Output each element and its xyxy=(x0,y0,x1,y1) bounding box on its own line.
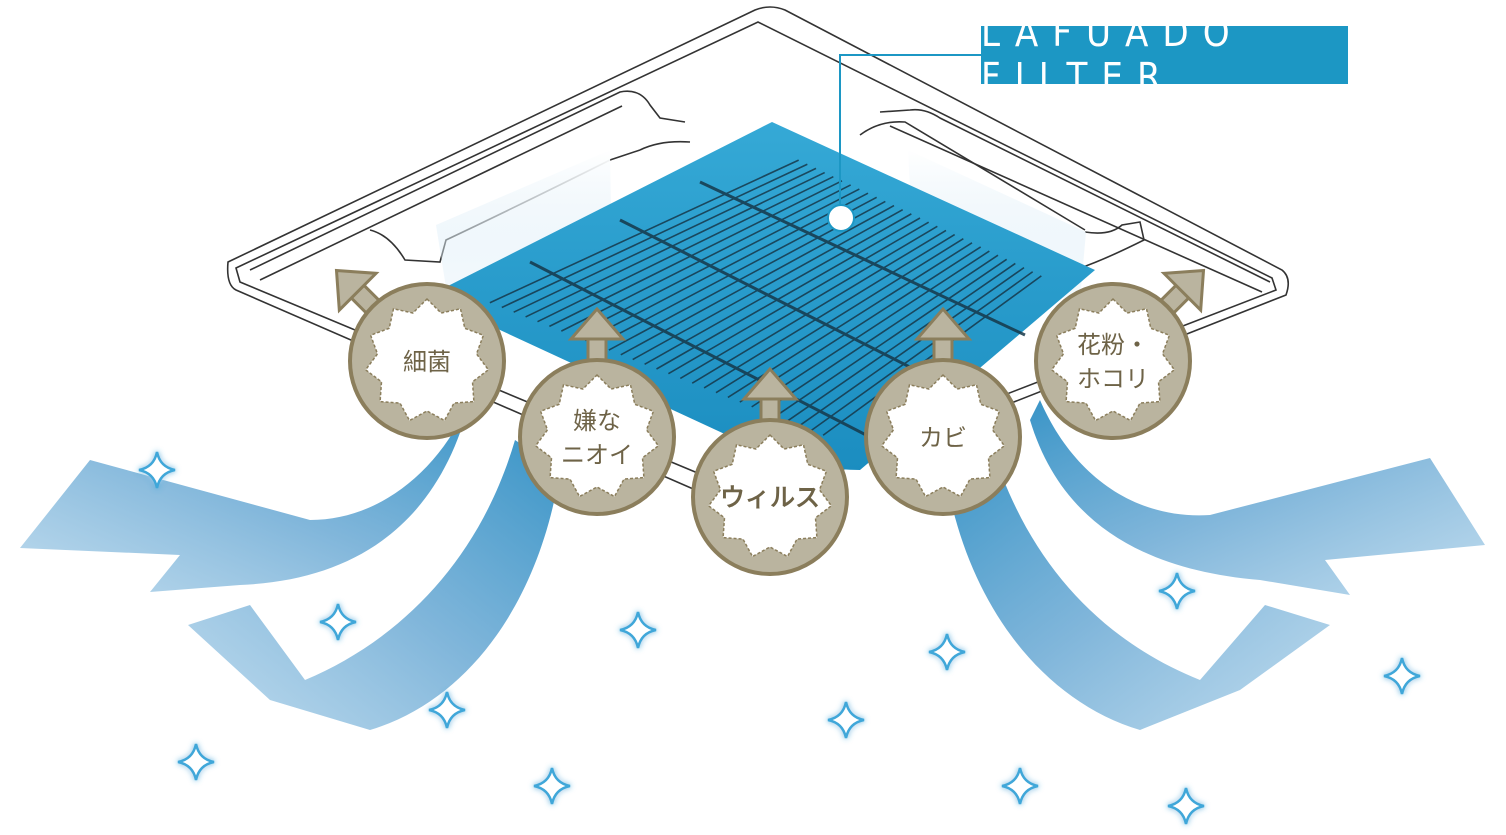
filter-slat xyxy=(644,213,912,365)
sparkle-icon xyxy=(1166,786,1206,826)
pollutant-label: ウィルス xyxy=(720,483,820,512)
filter-leader-line xyxy=(827,54,981,232)
sparkle-icon xyxy=(1000,766,1040,806)
filter-slat xyxy=(537,175,834,323)
filter-slat xyxy=(786,262,1016,422)
sparkle-icon xyxy=(1157,571,1197,611)
pollutant-badge-pollen-dust: 花粉・ホコリ xyxy=(1034,268,1206,440)
air-flow-left-inner xyxy=(188,440,560,730)
pollutant-label: ニオイ xyxy=(561,441,633,469)
filter-slat xyxy=(751,250,990,408)
pollutant-label: ホコリ xyxy=(1077,365,1149,393)
filter-frame-bar xyxy=(619,218,966,397)
filter-slat xyxy=(775,258,1008,417)
sparkle-icon xyxy=(1382,656,1422,696)
filter-slat xyxy=(632,209,904,361)
badge-star-burst xyxy=(707,433,833,558)
filter-slat xyxy=(715,237,964,394)
pollutant-badge-bacteria: 細菌 xyxy=(334,268,506,440)
filter-frame-bar xyxy=(699,180,1026,337)
filter-slat xyxy=(667,221,930,375)
filter-slat xyxy=(656,217,921,370)
filter-frame-bar xyxy=(529,260,906,457)
leader-dot-icon xyxy=(827,204,855,232)
badge-star-burst xyxy=(534,373,660,498)
badge-star-burst xyxy=(364,297,490,422)
sparkle-icon xyxy=(176,742,216,782)
filter-slat xyxy=(703,233,956,389)
filter-slat xyxy=(810,271,1034,432)
sparkle-icon xyxy=(826,700,866,740)
pollutant-label: 細菌 xyxy=(403,348,451,376)
pollutant-label: 花粉・ xyxy=(1077,331,1149,359)
filter-slat xyxy=(525,171,826,318)
filter-slat xyxy=(679,225,938,380)
badge-star-burst xyxy=(880,373,1006,498)
pollutant-label: 嫌な xyxy=(573,407,621,435)
sparkle-icon xyxy=(318,602,358,642)
pollutant-badge-virus: ウィルス xyxy=(691,366,849,576)
filter-slat xyxy=(739,246,982,403)
filter-slat xyxy=(549,180,843,328)
pollutant-label: カビ xyxy=(919,424,967,452)
air-flow-right-inner xyxy=(945,440,1330,730)
filter-slat xyxy=(822,275,1042,436)
sparkle-icon xyxy=(618,610,658,650)
filter-label: LAFUADO FILTER xyxy=(981,11,1348,99)
filter-slat xyxy=(798,266,1025,427)
filter-slat xyxy=(691,229,947,384)
sparkle-icon xyxy=(532,766,572,806)
badge-star-burst xyxy=(1050,297,1176,422)
air-flow-left-outer xyxy=(20,400,470,592)
filter-slat xyxy=(572,188,860,337)
pollutant-badge-mold: カビ xyxy=(864,306,1022,516)
sparkle-icon xyxy=(927,632,967,672)
filter-slat xyxy=(763,254,999,413)
filter-slat xyxy=(513,167,817,313)
filter-slat xyxy=(560,184,852,332)
filter-slat xyxy=(620,204,895,356)
air-flow-right-outer xyxy=(1030,400,1485,595)
